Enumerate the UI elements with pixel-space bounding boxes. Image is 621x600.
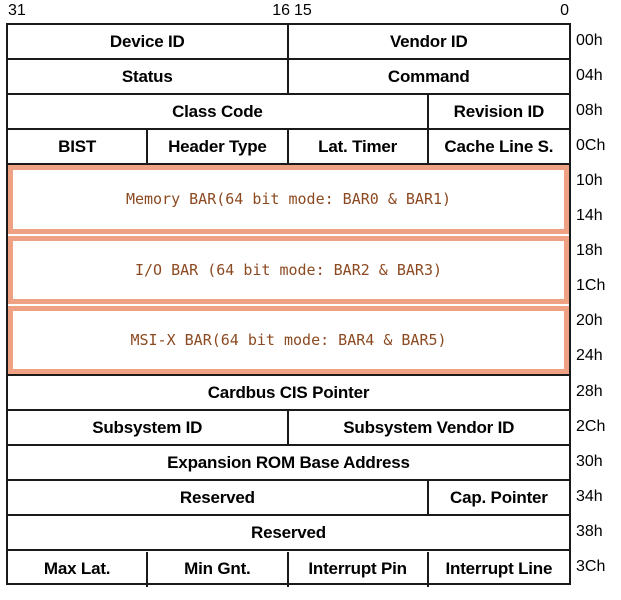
- register-field-header-type: Header Type: [148, 130, 289, 166]
- offset-label-08h: 08h: [576, 101, 603, 119]
- register-field-cap-pointer: Cap. Pointer: [428, 481, 569, 517]
- register-field-command: Command: [288, 60, 569, 96]
- offset-label-1ch: 1Ch: [576, 277, 606, 295]
- bit-label-15: 15: [294, 2, 312, 19]
- register-field-min-gnt: Min Gnt.: [148, 551, 289, 587]
- bit-position-ruler: 31 16 15 0: [6, 0, 571, 23]
- register-field-subsystem-vendor-id: Subsystem Vendor ID: [288, 411, 569, 447]
- bar-region-msi-x-bar: MSI-X BAR(64 bit mode: BAR4 & BAR5): [8, 305, 569, 374]
- offset-label-14h: 14h: [576, 207, 603, 225]
- offset-label-34h: 34h: [576, 487, 603, 505]
- offset-label-3ch: 3Ch: [576, 558, 606, 576]
- register-field-bist: BIST: [8, 130, 149, 166]
- offset-label-10h: 10h: [576, 171, 603, 189]
- offset-label-28h: 28h: [576, 382, 603, 400]
- offset-label-38h: 38h: [576, 522, 603, 540]
- register-field-interrupt-pin: Interrupt Pin: [289, 551, 429, 587]
- register-field-max-lat: Max Lat.: [8, 551, 149, 587]
- offset-label-18h: 18h: [576, 242, 603, 260]
- register-field-reserved: Reserved: [8, 516, 569, 552]
- offset-label-20h: 20h: [576, 312, 603, 330]
- register-field-expansion-rom-base-address: Expansion ROM Base Address: [8, 446, 569, 482]
- register-field-subsystem-id: Subsystem ID: [8, 411, 289, 447]
- register-field-class-code: Class Code: [8, 95, 429, 131]
- register-row-28h: Cardbus CIS Pointer: [8, 376, 569, 412]
- register-field-lat-timer: Lat. Timer: [288, 130, 429, 166]
- offset-label-0ch: 0Ch: [576, 136, 606, 154]
- register-field-status: Status: [8, 60, 289, 96]
- register-field-interrupt-line: Interrupt Line: [445, 559, 553, 579]
- register-field-vendor-id: Vendor ID: [288, 25, 569, 61]
- register-field-revision-id: Revision ID: [428, 95, 569, 131]
- bit-label-31: 31: [8, 2, 26, 19]
- bar-block: Memory BAR(64 bit mode: BAR0 & BAR1)I/O …: [8, 165, 569, 376]
- register-row-30h: Expansion ROM Base Address: [8, 446, 569, 482]
- register-field-device-id: Device ID: [8, 25, 289, 61]
- offset-label-24h: 24h: [576, 347, 603, 365]
- register-field-cache-line-s: Cache Line S.: [428, 130, 569, 166]
- register-field-reserved: Reserved: [8, 481, 429, 517]
- register-row-38h: Reserved: [8, 516, 569, 552]
- offset-label-04h: 04h: [576, 66, 603, 84]
- bit-label-16: 16: [272, 2, 290, 19]
- bar-region-i-o-bar: I/O BAR (64 bit mode: BAR2 & BAR3): [8, 235, 569, 304]
- register-row-3ch: Max Lat.Min Gnt.Interrupt Pin Interrupt L…: [8, 551, 569, 587]
- offset-label-2ch: 2Ch: [576, 417, 606, 435]
- register-field-cardbus-cis-pointer: Cardbus CIS Pointer: [8, 376, 569, 412]
- offset-label-00h: 00h: [576, 31, 603, 49]
- bit-label-0: 0: [560, 2, 569, 19]
- offset-column: 00h 04h 08h 0Ch 10h 14h 18h 1Ch 20h 24h 28h 2Ch 30h 3…: [576, 23, 621, 585]
- offset-label-30h: 30h: [576, 452, 603, 470]
- bar-region-memory-bar: Memory BAR(64 bit mode: BAR0 & BAR1): [8, 165, 569, 234]
